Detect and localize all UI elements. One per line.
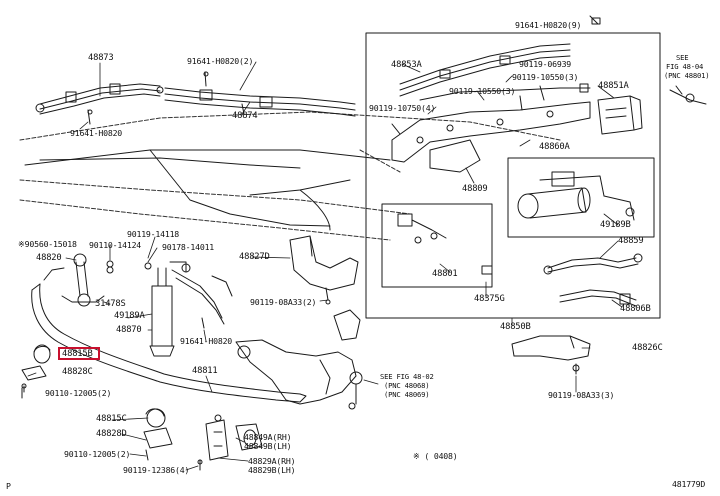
bracket-48828c	[21, 365, 47, 393]
compressor-48860a	[517, 171, 635, 221]
bracket-48849	[205, 414, 229, 461]
stabilizer-bar-48811	[31, 267, 307, 403]
frame-rail-solid	[24, 149, 391, 231]
label-48851a[interactable]: 48851A	[598, 81, 629, 91]
module-48851a	[597, 95, 643, 135]
ref-fig-48-04-line2[interactable]: FIG 48-04	[666, 62, 704, 71]
bolts	[21, 387, 203, 471]
label-48801[interactable]: 48801	[432, 269, 458, 279]
label-90119-08a33-2[interactable]: 90119-08A33(2)	[250, 297, 317, 307]
label-48820[interactable]: 48820	[36, 253, 62, 263]
label-90119-12386[interactable]: 90119-12386(4)	[123, 465, 190, 475]
strut-48870	[106, 260, 233, 357]
label-48849b[interactable]: 48849B(LH)	[244, 441, 292, 451]
corner-mark-left: P	[6, 481, 11, 491]
sub-box-48860a	[507, 157, 655, 238]
harness-right	[669, 85, 707, 105]
harness-48806b	[559, 289, 637, 307]
label-91641-h0820-c[interactable]: 91641-H0820	[180, 336, 233, 346]
production-note: ※ ( 0408)	[413, 451, 458, 461]
assembly-box-48850b	[365, 32, 661, 319]
harness-48873	[35, 83, 164, 125]
label-48850b[interactable]: 48850B	[500, 322, 531, 332]
link-48820	[61, 253, 105, 307]
label-48828c[interactable]: 48828C	[62, 367, 93, 377]
label-48828d[interactable]: 48828D	[96, 429, 127, 439]
ref-fig-48-02-line3[interactable]: (PNC 48069)	[384, 390, 430, 399]
harness-48859	[543, 253, 643, 275]
label-48829a[interactable]: 48829A(RH)	[248, 456, 296, 466]
leader-lines	[27, 61, 623, 471]
label-48860a[interactable]: 48860A	[539, 142, 570, 152]
label-31478s[interactable]: 31478S	[95, 299, 126, 309]
ref-fig-48-04-line1[interactable]: SEE	[676, 53, 689, 62]
ref-fig-48-02-line2[interactable]: (PNC 48068)	[384, 381, 430, 390]
label-48375g[interactable]: 48375G	[474, 294, 505, 304]
label-90110-12005-b[interactable]: 90110-12005(2)	[64, 449, 131, 459]
label-90110-12005-a[interactable]: 90110-12005(2)	[45, 388, 112, 398]
highlight-box-48815b	[58, 347, 100, 360]
label-90119-10550-a[interactable]: 90119-10550(3)	[512, 72, 579, 82]
label-90178-14011[interactable]: 90178-14011	[162, 242, 215, 252]
bushing-48849	[235, 423, 263, 451]
label-90119-10750[interactable]: 90119-10750(4)	[369, 103, 436, 113]
label-91641-h0820-9[interactable]: 91641-H0820(9)	[515, 20, 582, 30]
label-90560-15018[interactable]: ※90560-15018	[18, 239, 77, 249]
label-90119-06939[interactable]: 90119-06939	[519, 59, 572, 69]
sub-box-48801	[381, 203, 493, 288]
ref-fig-48-04-line3: (PNC 48801)	[664, 71, 710, 80]
label-48815b[interactable]: 48815B	[62, 349, 93, 359]
label-48827d[interactable]: 48827D	[239, 252, 270, 262]
harness-48874	[164, 71, 356, 117]
label-48853a[interactable]: 48853A	[391, 60, 422, 70]
label-90110-14124[interactable]: 90110-14124	[89, 240, 142, 250]
label-48849a[interactable]: 48849A(RH)	[244, 432, 292, 442]
label-48829b[interactable]: 48829B(LH)	[248, 465, 296, 475]
label-91641-h0820-2[interactable]: 91641-H0820(2)	[187, 56, 254, 66]
bracket-48809	[391, 85, 591, 173]
label-49189a[interactable]: 49189A	[114, 311, 145, 321]
bushing-48815b	[33, 344, 51, 364]
label-48811[interactable]: 48811	[192, 366, 218, 376]
control-arm	[235, 309, 363, 410]
label-48859[interactable]: 48859	[618, 236, 644, 246]
label-48870[interactable]: 48870	[116, 325, 142, 335]
label-49189b[interactable]: 49189B	[600, 220, 631, 230]
bushing-48815c	[145, 408, 166, 428]
label-48873[interactable]: 48873	[88, 53, 114, 63]
ref-fig-48-02-line1[interactable]: SEE FIG 48-02	[380, 372, 434, 381]
label-90119-10550-b[interactable]: 90119-10550(3)	[449, 86, 516, 96]
label-90119-08a33-3[interactable]: 90119-08A33(3)	[548, 390, 615, 400]
label-48809[interactable]: 48809	[462, 184, 488, 194]
bracket-48826c	[511, 335, 591, 375]
label-48815c[interactable]: 48815C	[96, 414, 127, 424]
label-48806b[interactable]: 48806B	[620, 304, 651, 314]
sensor-48801	[397, 213, 493, 275]
cover-48827d	[289, 235, 359, 305]
label-90119-14118[interactable]: 90119-14118	[127, 229, 180, 239]
illustration-number: 481779D	[672, 479, 706, 489]
harness-48853a	[399, 15, 601, 101]
frame-rail-outline	[19, 111, 561, 241]
label-48826c[interactable]: 48826C	[632, 343, 663, 353]
label-48874[interactable]: 48874	[232, 111, 258, 121]
bracket-48828d	[143, 427, 173, 449]
label-91641-h0820[interactable]: 91641-H0820	[70, 128, 123, 138]
